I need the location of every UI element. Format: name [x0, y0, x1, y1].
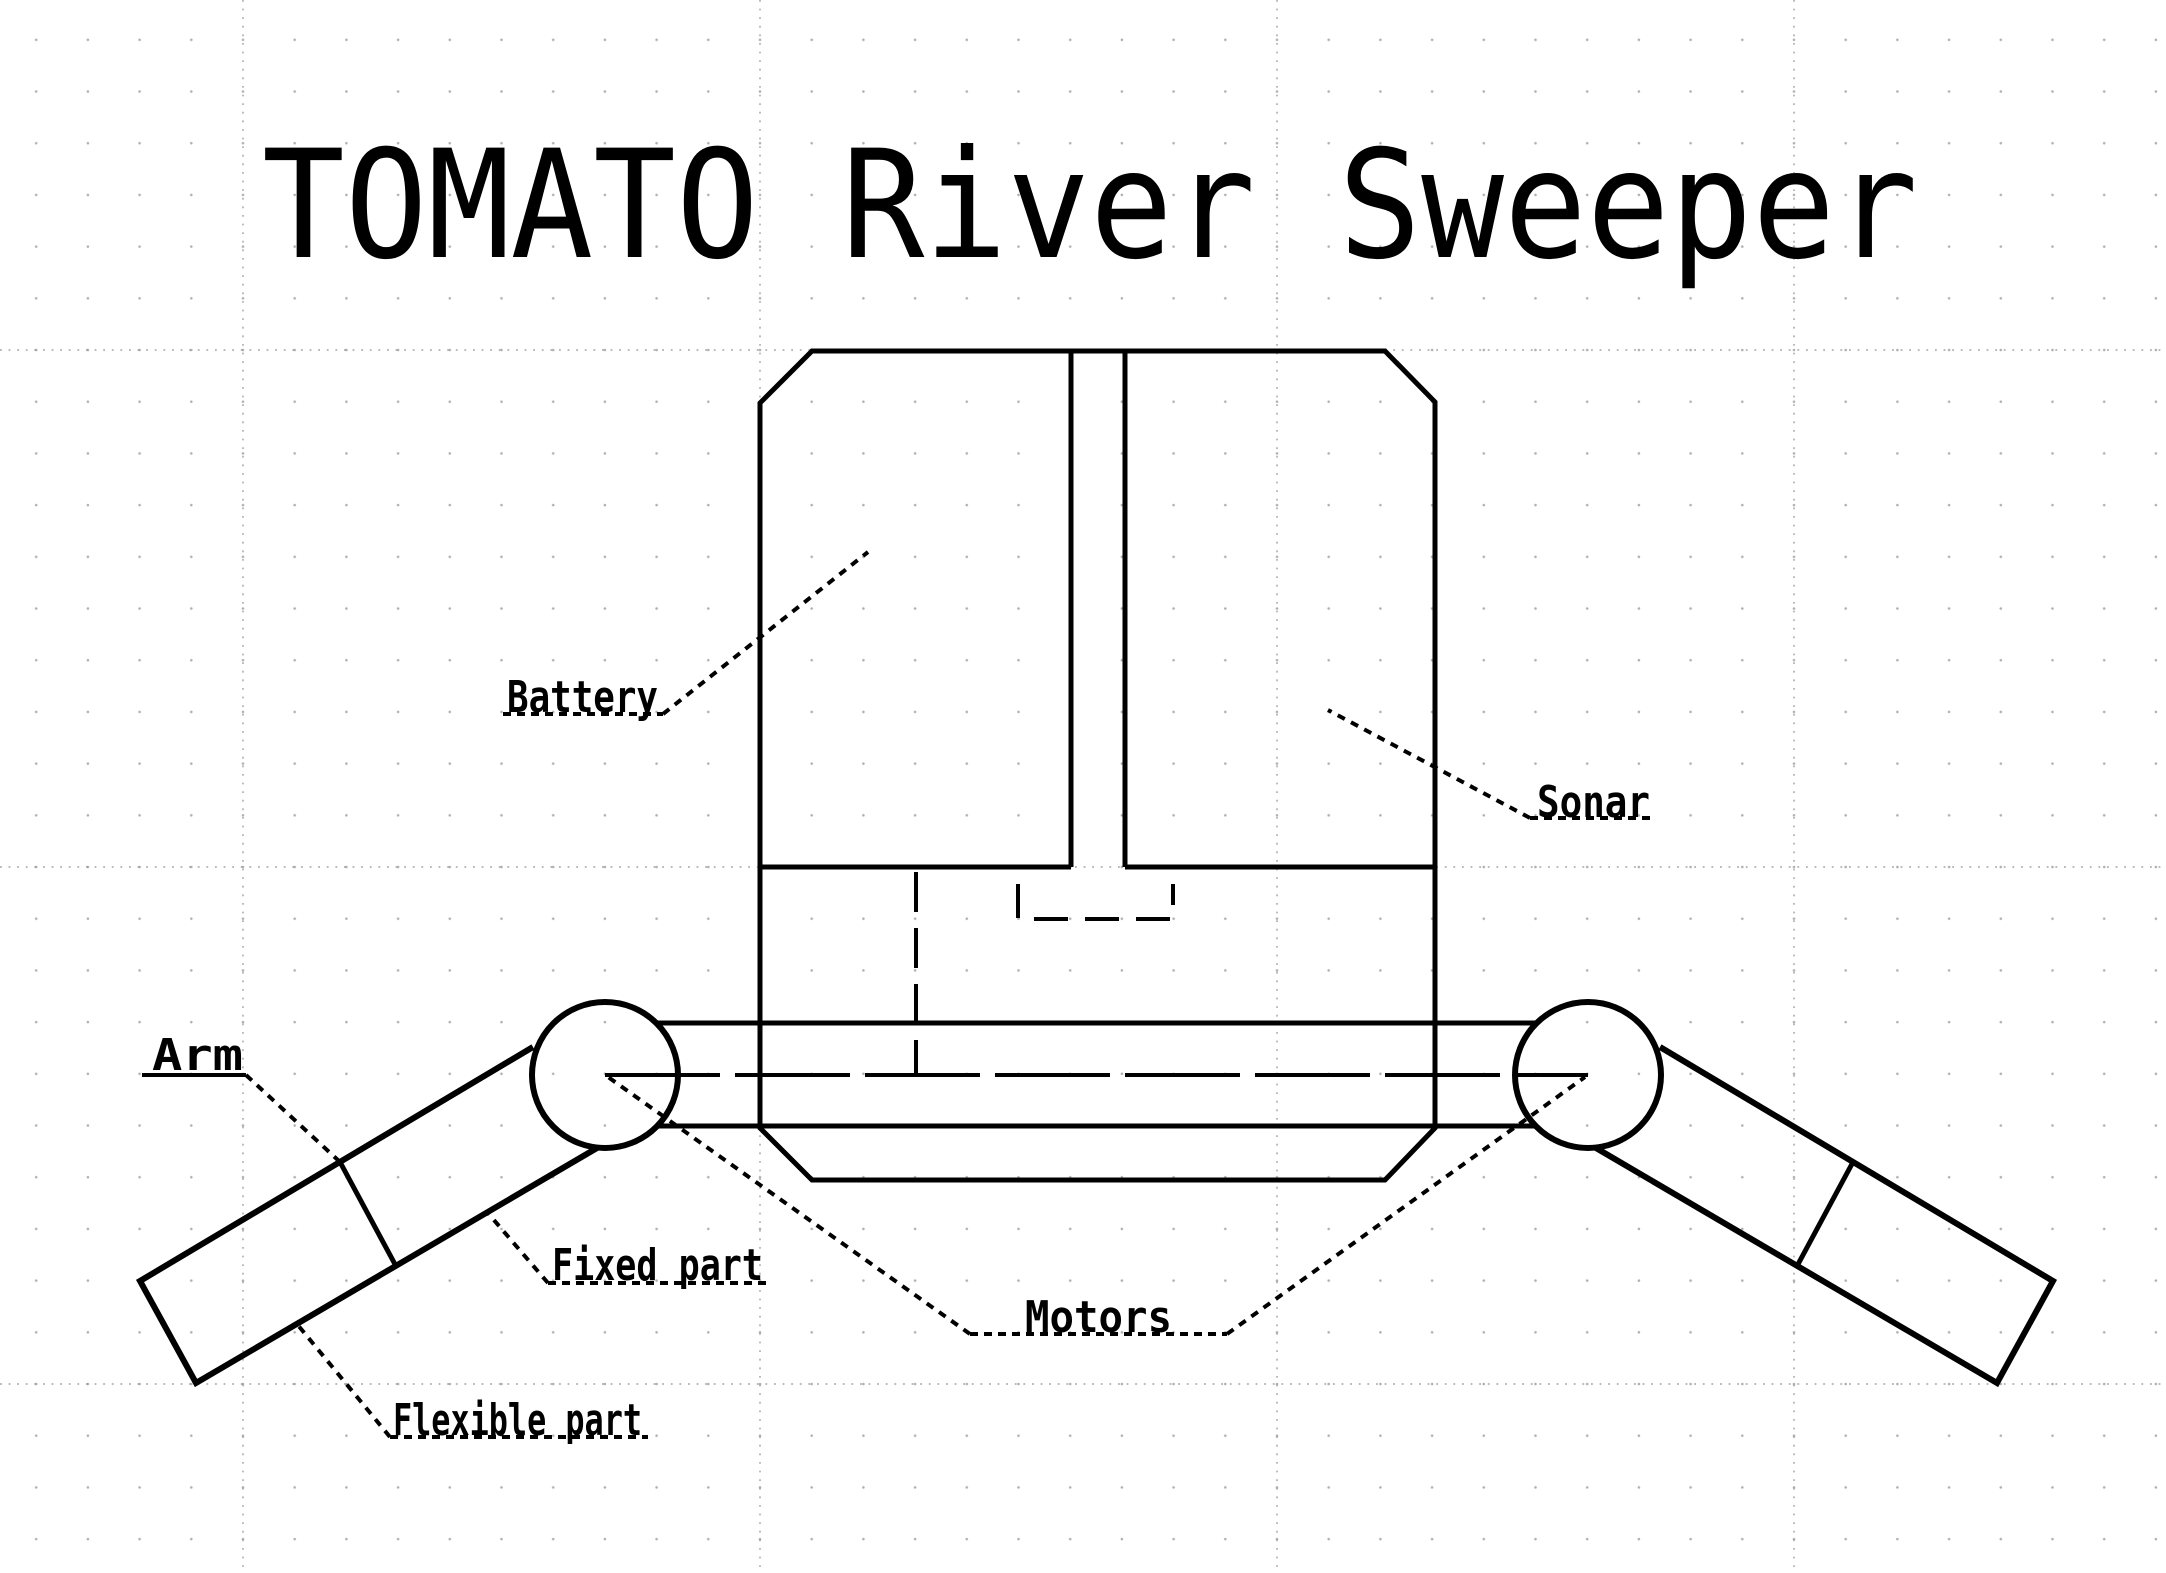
label-underlines [142, 712, 1656, 1439]
arm-label: Arm [152, 1030, 243, 1081]
battery-label: Battery [507, 672, 658, 723]
arm-leader [244, 1073, 342, 1164]
flexible-part-leader [295, 1322, 392, 1439]
motors-right-leader [1225, 1075, 1587, 1336]
right-arm-segment-divider [1793, 1160, 1856, 1270]
fixed-part-leader [485, 1210, 550, 1285]
motors [529, 999, 1664, 1151]
motors-label: Motors [1025, 1292, 1172, 1343]
battery-leader [661, 550, 870, 716]
labels: Battery Sonar Arm Fixed part Flexible pa… [152, 672, 1650, 1446]
hidden-bracket [1016, 884, 1175, 921]
right-arm [1594, 1044, 2058, 1388]
sonar-label: Sonar [1537, 777, 1650, 828]
flexible-part-label: Flexible part [393, 1395, 642, 1446]
left-arm [135, 1044, 599, 1388]
fixed-part-label: Fixed part [552, 1240, 763, 1291]
left-arm-segment-divider [337, 1160, 400, 1270]
hull-body [757, 348, 1438, 1183]
leader-lines [244, 550, 1587, 1439]
axle-bar [605, 1020, 1588, 1129]
right-motor-circle [1512, 999, 1664, 1151]
hull-outline [757, 348, 1438, 1183]
drawing-title: TOMATO River Sweeper [262, 119, 1918, 293]
left-motor-circle [529, 999, 681, 1151]
